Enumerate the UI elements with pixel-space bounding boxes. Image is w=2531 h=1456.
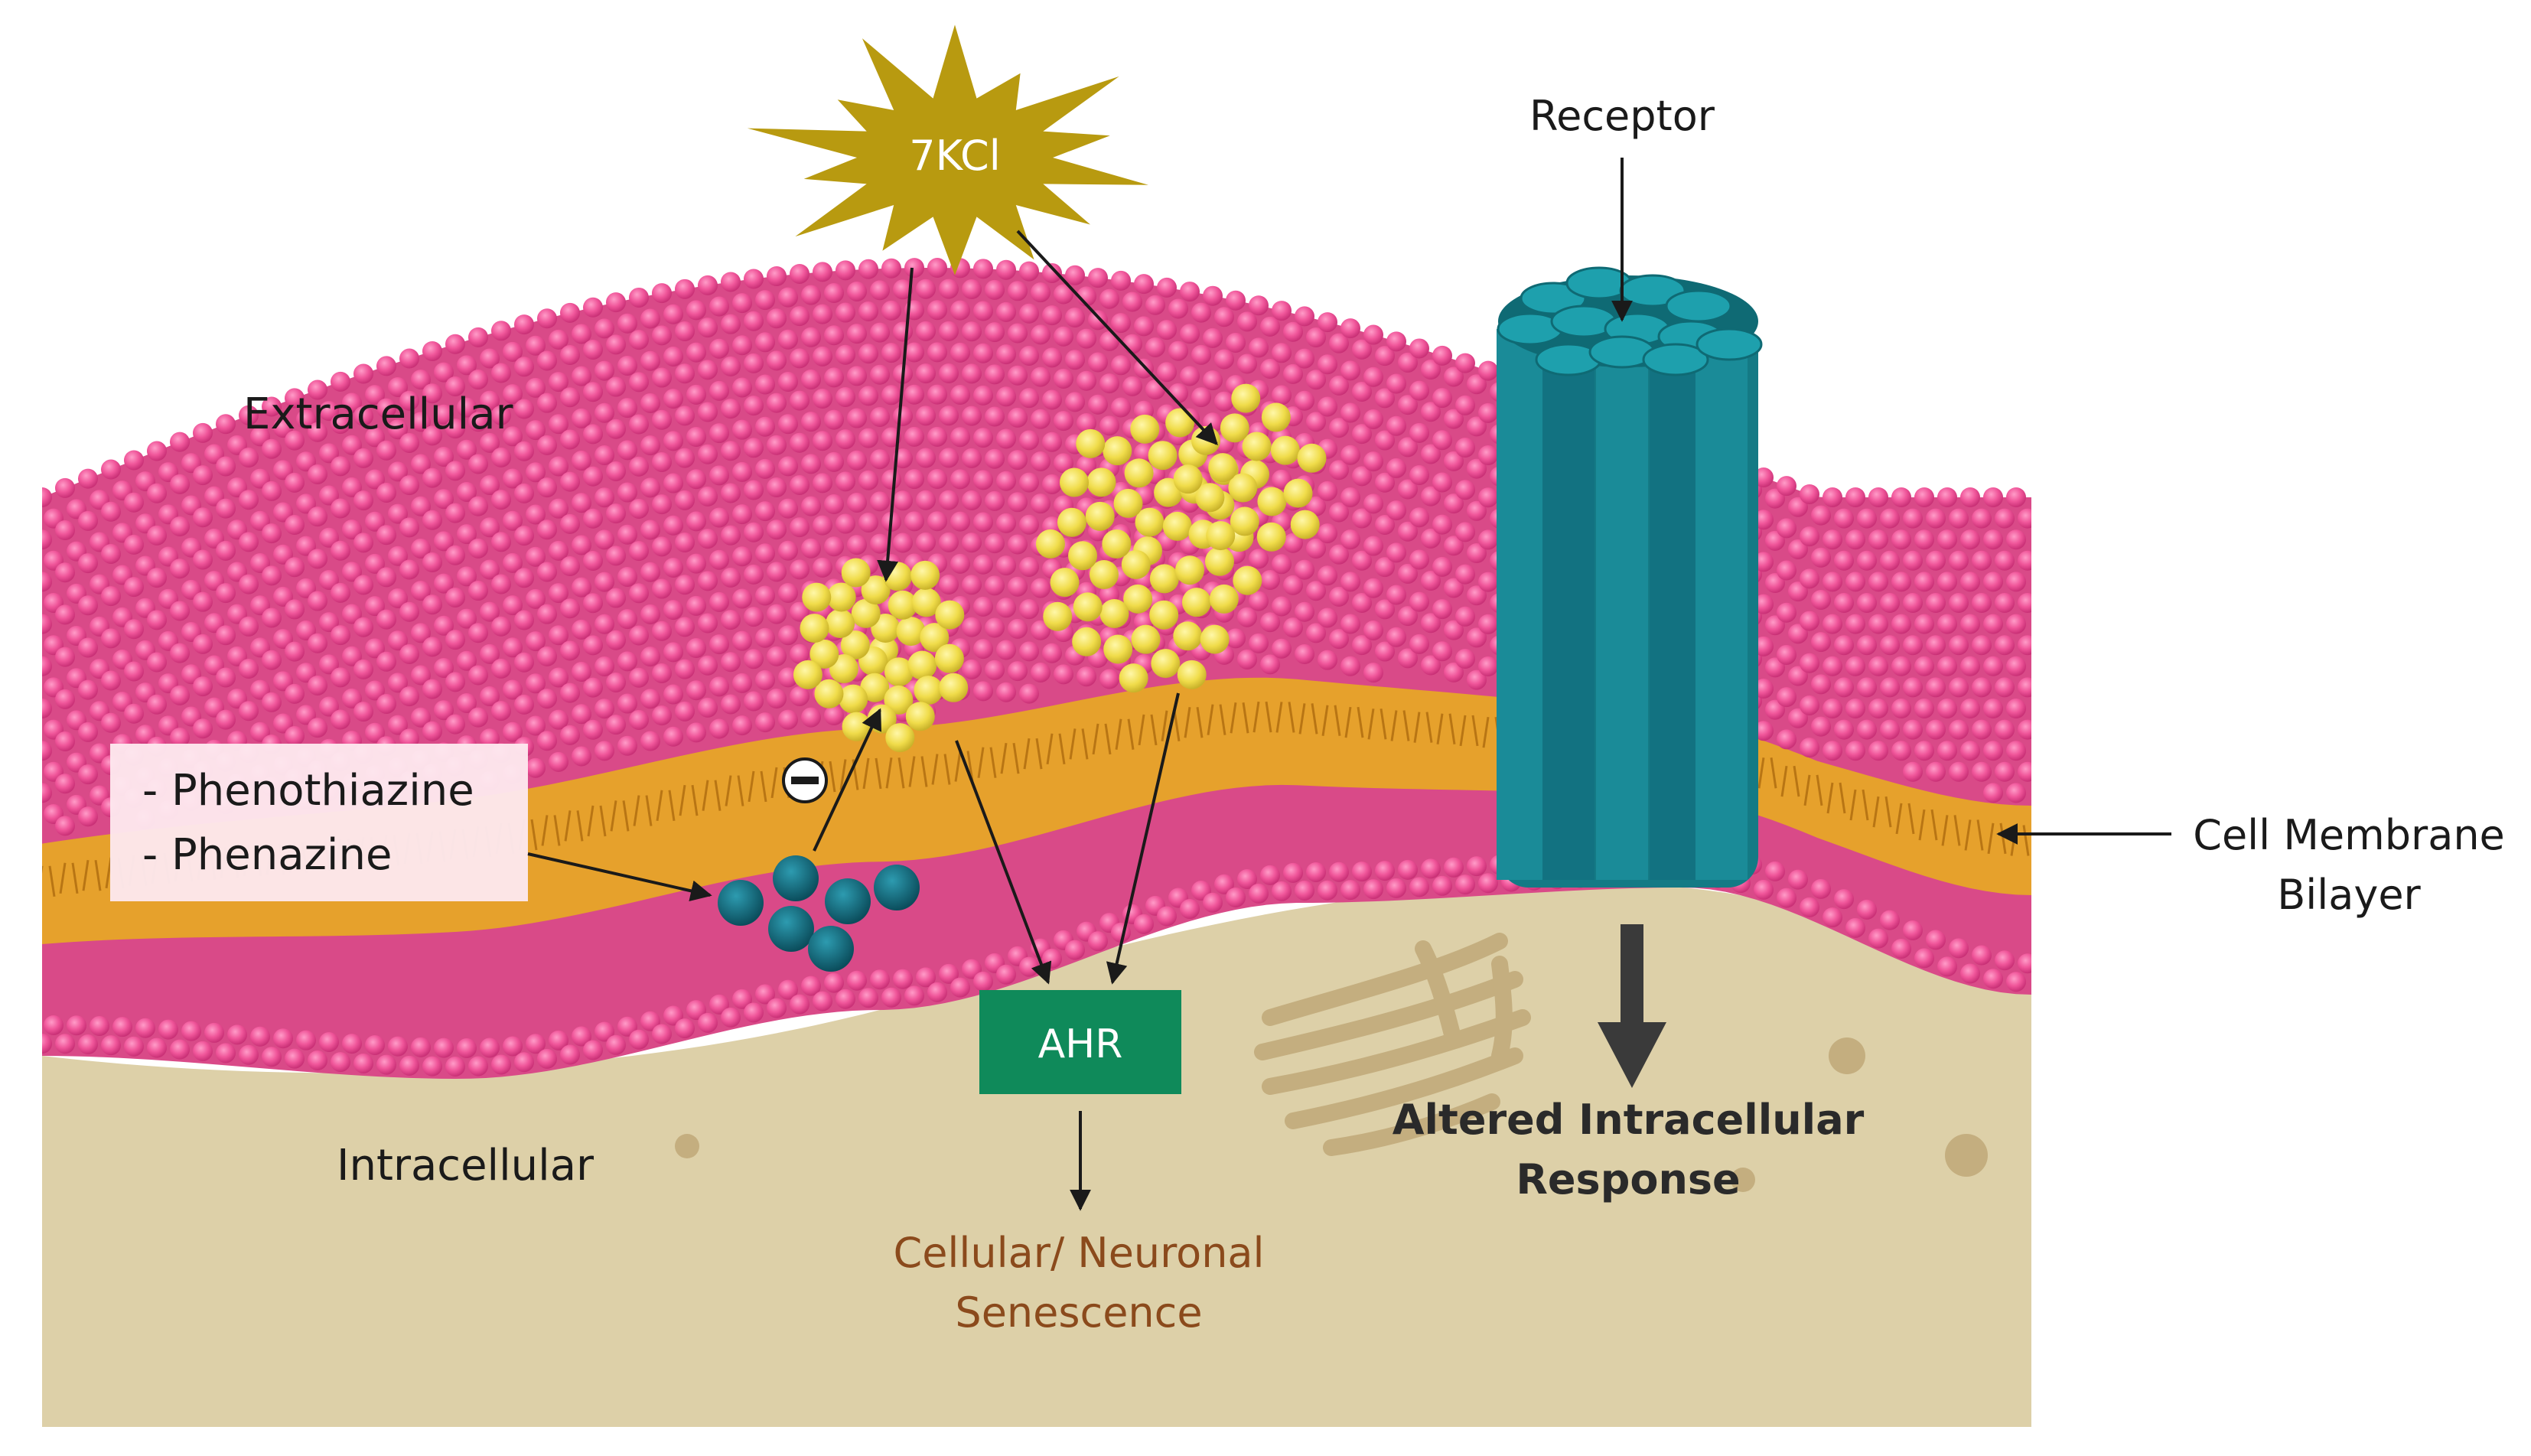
senescence-label-line1: Cellular/ Neuronal: [893, 1229, 1264, 1277]
extracellular-label: Extracellular: [243, 389, 514, 439]
arrow-molecules-to-raft: [813, 708, 882, 852]
cytoplasm: [42, 883, 2031, 1427]
inhibition-symbol: [782, 757, 828, 803]
inhibitor-label-box: - Phenothiazine - Phenazine: [110, 744, 528, 901]
vesicle: [1731, 1168, 1755, 1192]
arrow-7kcl-to-raft-left: [877, 267, 914, 582]
7kcl-starburst: 7KCl: [747, 24, 1148, 275]
vesicle: [675, 1134, 699, 1158]
stimulus-label: 7KCl: [909, 132, 1001, 180]
senescence-label-line2: Senescence: [955, 1288, 1202, 1337]
membrane-label-line1: Cell Membrane: [2193, 811, 2505, 859]
arrow-7kcl-to-raft-right: [1016, 230, 1218, 446]
ahr-label: AHR: [1038, 1021, 1123, 1067]
membrane-label-line2: Bilayer: [2277, 871, 2421, 919]
receptor-label: Receptor: [1529, 92, 1715, 140]
inhibitor-molecules: [718, 855, 920, 972]
golgi-organelle: [1254, 933, 1531, 1156]
inhibitor-label-phenothiazine: - Phenothiazine: [142, 766, 474, 816]
ahr-box: AHR: [979, 990, 1181, 1094]
arrow-inhibitor-box-to-molecules: [527, 852, 712, 902]
arrow-receptor-response: [1598, 924, 1666, 1088]
response-label-line1: Altered Intracellular: [1393, 1096, 1865, 1144]
arrow-raft-right-to-ahr: [1106, 692, 1180, 985]
response-label-line2: Response: [1516, 1155, 1740, 1204]
arrow-raft-left-to-ahr: [955, 740, 1052, 985]
lipid-raft: [793, 383, 1327, 753]
inhibitor-label-phenazine: - Phenazine: [142, 830, 392, 880]
intracellular-label: Intracellular: [337, 1141, 594, 1191]
vesicle: [1829, 1037, 1865, 1074]
vesicle: [1945, 1134, 1988, 1177]
receptor-channel: [1497, 266, 1763, 888]
